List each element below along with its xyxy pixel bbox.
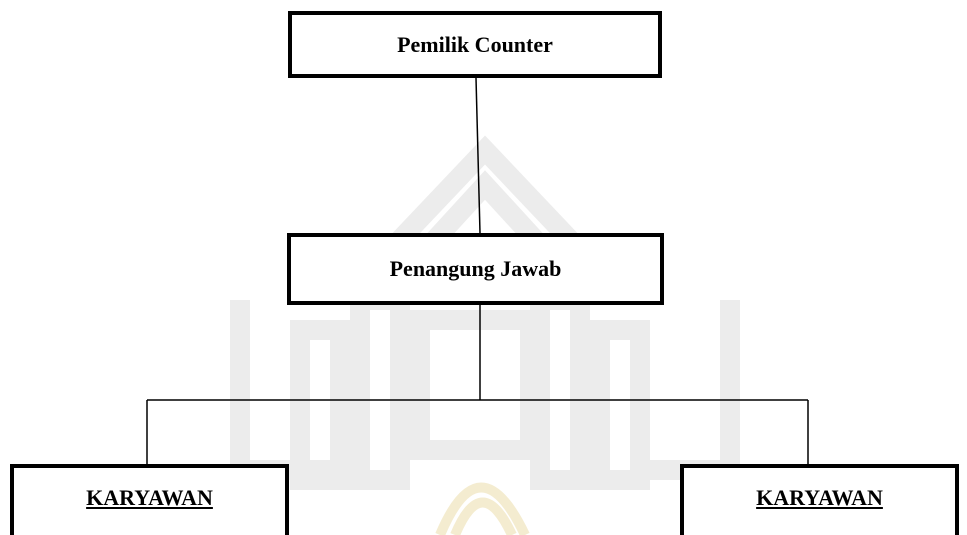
watermark-shapes [230, 135, 740, 490]
employee-box-right: KARYAWAN [680, 464, 959, 535]
employee-label-left: KARYAWAN [86, 485, 213, 510]
responsible-box: Penangung Jawab [287, 233, 664, 305]
watermark-emblem [435, 482, 530, 535]
employee-label-right: KARYAWAN [756, 485, 883, 510]
connector-owner-to-responsible [475, 77, 481, 234]
employee-box-left: KARYAWAN [10, 464, 289, 535]
owner-box: Pemilik Counter [288, 11, 662, 78]
owner-label: Pemilik Counter [397, 31, 553, 57]
responsible-label: Penangung Jawab [389, 256, 562, 281]
